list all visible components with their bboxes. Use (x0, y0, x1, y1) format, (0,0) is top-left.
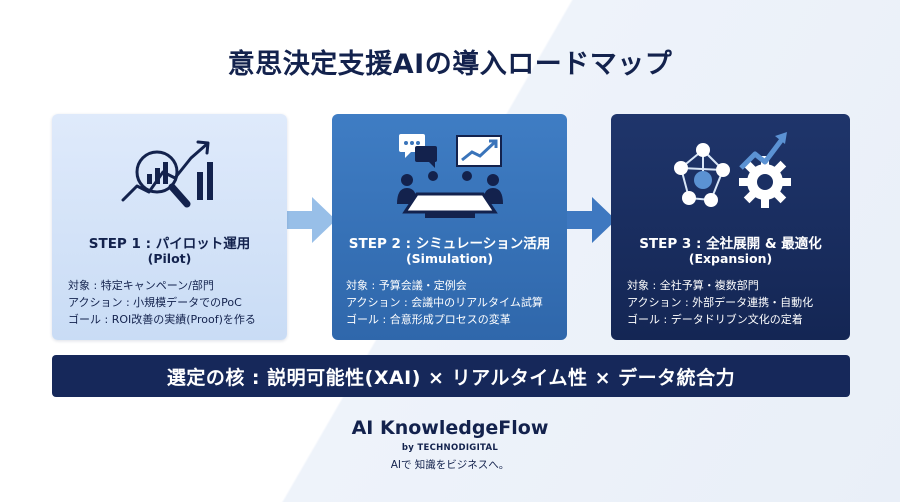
step-details: 対象 : 全社予算・複数部門 アクション : 外部データ連携・自動化 ゴール :… (627, 277, 842, 328)
detail-goal: ゴール : データドリブン文化の定着 (627, 313, 803, 326)
step-card-2: STEP 2 : シミュレーション活用 (Simulation) 対象 : 予算… (332, 114, 567, 340)
meeting-chart-icon (396, 134, 503, 218)
detail-goal: ゴール : 合意形成プロセスの変革 (346, 313, 511, 326)
brand-name: AI KnowledgeFlow (351, 417, 549, 439)
arrow-right-icon (562, 197, 616, 243)
detail-action: アクション : 会議中のリアルタイム試算 (346, 296, 543, 309)
detail-target: 対象 : 予算会議・定例会 (346, 279, 467, 292)
step-subtitle: (Pilot) (147, 251, 192, 266)
network-gear-icon (673, 132, 791, 208)
step-subtitle: (Expansion) (688, 251, 773, 266)
detail-action: アクション : 外部データ連携・自動化 (627, 296, 814, 309)
step-title: STEP 1 : パイロット運用 (88, 236, 251, 252)
brand-by: by TECHNODIGITAL (401, 443, 499, 453)
detail-target: 対象 : 全社予算・複数部門 (627, 279, 759, 292)
detail-goal: ゴール : ROI改善の実績(Proof)を作る (68, 313, 256, 326)
arrow-right-icon (282, 197, 336, 243)
detail-target: 対象 : 特定キャンペーン/部門 (68, 279, 214, 292)
step-subtitle: (Simulation) (405, 251, 494, 266)
detail-action: アクション : 小規模データでのPoC (68, 296, 242, 309)
step-title: STEP 3 : 全社展開 & 最適化 (639, 236, 822, 252)
step-card-1: STEP 1 : パイロット運用 (Pilot) 対象 : 特定キャンペーン/部… (52, 114, 287, 340)
step-details: 対象 : 予算会議・定例会 アクション : 会議中のリアルタイム試算 ゴール :… (346, 277, 559, 328)
brand-tagline: AIで 知識をビジネスへ。 (390, 459, 510, 471)
step-title: STEP 2 : シミュレーション活用 (348, 236, 551, 252)
page-title: 意思決定支援AIの導入ロードマップ (227, 49, 673, 80)
step-card-3: STEP 3 : 全社展開 & 最適化 (Expansion) 対象 : 全社予… (611, 114, 850, 340)
analytics-magnifier-icon (121, 140, 213, 208)
core-criteria-banner: 選定の核 : 説明可能性(XAI) × リアルタイム性 × データ統合力 (52, 355, 850, 397)
step-details: 対象 : 特定キャンペーン/部門 アクション : 小規模データでのPoC ゴール… (68, 277, 279, 328)
brand-block: AI KnowledgeFlow by TECHNODIGITAL AIで 知識… (0, 417, 900, 472)
